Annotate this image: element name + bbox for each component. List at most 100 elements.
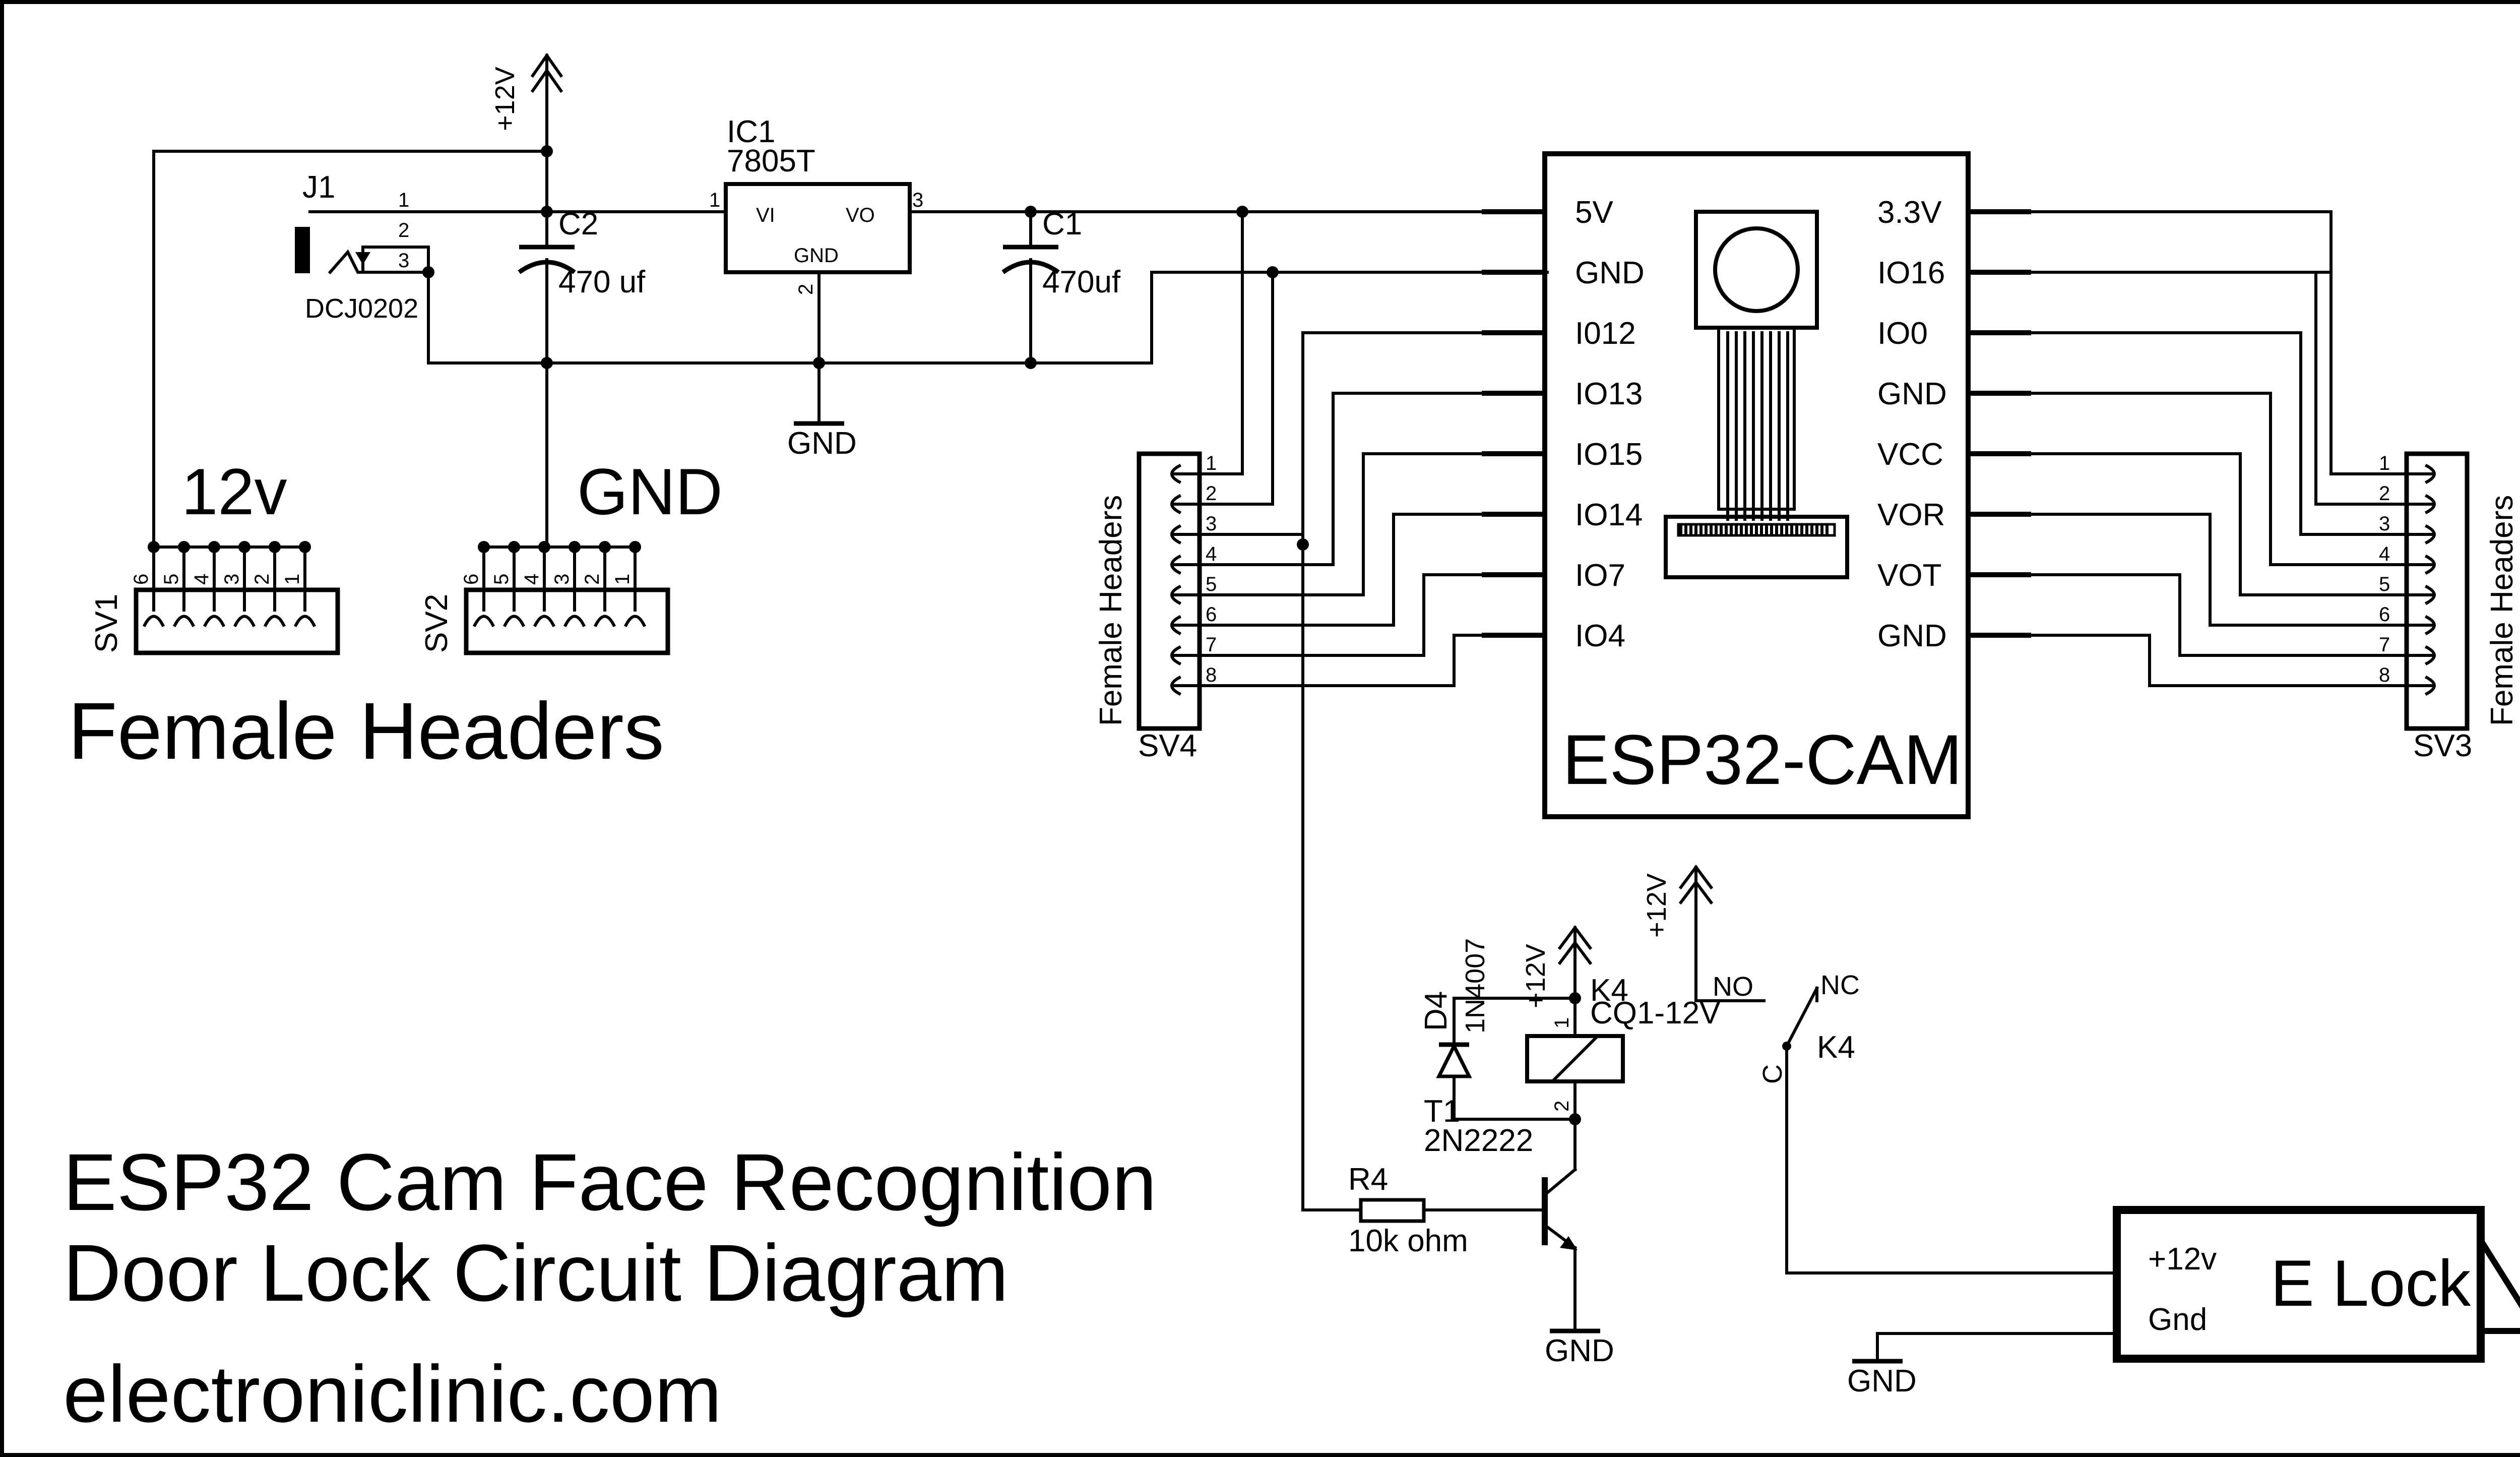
ic1-value: 7805T (727, 144, 815, 178)
esp32-left-pin-7: IO4 (1575, 619, 1625, 653)
sv1-pin-3: 3 (221, 574, 243, 585)
elock-plus-label: +12v (2148, 1242, 2217, 1277)
header-socket (1170, 494, 1182, 515)
esp-header-wiring (1218, 206, 2388, 687)
sv4-pin-2: 2 (1206, 482, 1217, 505)
esp32-left-pin-6: IO7 (1575, 558, 1625, 593)
esp32-right-pin-5: VOR (1877, 498, 1945, 532)
gnd-lock-label: GND (1847, 1364, 1917, 1399)
jack-value: DCJ0202 (305, 293, 418, 324)
jack-ref: J1 (302, 170, 335, 205)
header-socket (563, 615, 586, 628)
relay-pin-2: 2 (1551, 1101, 1573, 1112)
elock-body (2113, 1206, 2485, 1363)
esp32-right-pin-1: IO16 (1877, 256, 1945, 290)
relay-no-label: NO (1713, 972, 1753, 1002)
headers-caption: Female Headers (68, 686, 664, 776)
title-block: ESP32 Cam Face Recognition Door Lock Cir… (63, 1137, 1157, 1439)
sv3-ref: SV3 (2413, 728, 2472, 763)
title-site: electroniclinic.com (63, 1349, 722, 1439)
sv3-pin-4: 4 (2379, 543, 2390, 565)
esp32-left-pin-0: 5V (1575, 195, 1613, 230)
header-socket (2424, 494, 2436, 515)
header-socket (1170, 524, 1182, 545)
ic1-pin-2: 2 (795, 284, 817, 295)
sv1-pin-1: 1 (281, 574, 303, 585)
sv4-body (1137, 451, 1202, 731)
ic1-vi: VI (756, 204, 775, 226)
capacitor-c2: C2 470 uf (518, 206, 646, 549)
header-socket (1170, 645, 1182, 666)
jack-pin-3: 3 (398, 250, 409, 272)
header-socket (142, 615, 165, 628)
header-socket (2424, 584, 2436, 605)
header-socket (502, 615, 526, 628)
title-line-2: Door Lock Circuit Diagram (63, 1228, 1009, 1318)
relay-driver-section: R4 10k ohm GND T1 2N2222 +12V (1297, 538, 2520, 1399)
elock-gnd-label: Gnd (2148, 1302, 2207, 1337)
header-socket (203, 615, 226, 628)
gnd-transistor-label: GND (1545, 1333, 1614, 1368)
header-socket (2424, 615, 2436, 636)
header-socket (293, 615, 317, 628)
sv1-pin-5: 5 (160, 574, 182, 585)
sv1-caption: 12v (181, 455, 287, 528)
dc-jack-j1: J1 DCJ0202 1 2 3 (295, 170, 727, 365)
sv4-pin-4: 4 (1206, 543, 1217, 565)
header-socket (1170, 463, 1182, 484)
esp32-name: ESP32-CAM (1562, 720, 1963, 799)
header-socket (1170, 554, 1182, 575)
transistor-t1: GND T1 2N2222 (1424, 1094, 1614, 1368)
sv3-pin-6: 6 (2379, 603, 2390, 626)
esp32-right-pin-3: GND (1877, 377, 1947, 411)
esp32-left-pin-1: GND (1575, 256, 1645, 290)
c1-value: 470uf (1042, 265, 1121, 299)
gnd-reg-label: GND (787, 426, 857, 461)
relay-k4-coil: +12V K4 CQ1-12V 1 2 (1453, 925, 1721, 1125)
relay-nc-label: NC (1820, 970, 1860, 1000)
sv2-pin-3: 3 (551, 574, 573, 585)
esp32-left-pin-2: I012 (1575, 316, 1636, 351)
c2-ref: C2 (558, 207, 598, 241)
sv3-pin-1: 1 (2379, 452, 2390, 474)
sv4-ref: SV4 (1138, 728, 1197, 763)
capacitor-c1: C1 470uf (908, 206, 1483, 369)
junction (269, 541, 281, 553)
header-socket (2424, 524, 2436, 545)
jack-body (295, 227, 310, 273)
relay-contact-ref: K4 (1817, 1030, 1855, 1065)
plus12v-contact-label: +12V (1642, 873, 1672, 938)
header-socket (593, 615, 616, 628)
c2-value: 470 uf (558, 265, 646, 299)
k4-ref: K4 (1590, 973, 1628, 1008)
header-socket (2424, 463, 2436, 484)
sv3-pin-2: 2 (2379, 482, 2390, 505)
t1-value: 2N2222 (1424, 1123, 1533, 1158)
ic1-pin-1: 1 (709, 189, 720, 211)
jack-pin-2: 2 (398, 219, 409, 241)
esp32-right-pin-2: IO0 (1877, 316, 1928, 351)
header-socket (1170, 584, 1182, 605)
header-socket (2424, 675, 2436, 696)
ic1-gnd: GND (794, 245, 839, 267)
junction (238, 541, 250, 553)
camera-ribbon (1717, 326, 1796, 511)
sv4-label: Female Headers (1094, 495, 1128, 726)
electric-lock: E Lock +12v Gnd GND (1847, 1206, 2520, 1399)
junction (538, 541, 550, 553)
sv2-pin-4: 4 (521, 574, 543, 585)
junction (208, 541, 220, 553)
junction (629, 541, 641, 553)
sv3-pin-8: 8 (2379, 664, 2390, 686)
sv1-pin-4: 4 (191, 574, 213, 585)
ic1-ref: IC1 (727, 114, 775, 149)
esp32-right-pin-7: GND (1877, 619, 1947, 653)
junction (569, 541, 581, 553)
header-socket (2424, 554, 2436, 575)
